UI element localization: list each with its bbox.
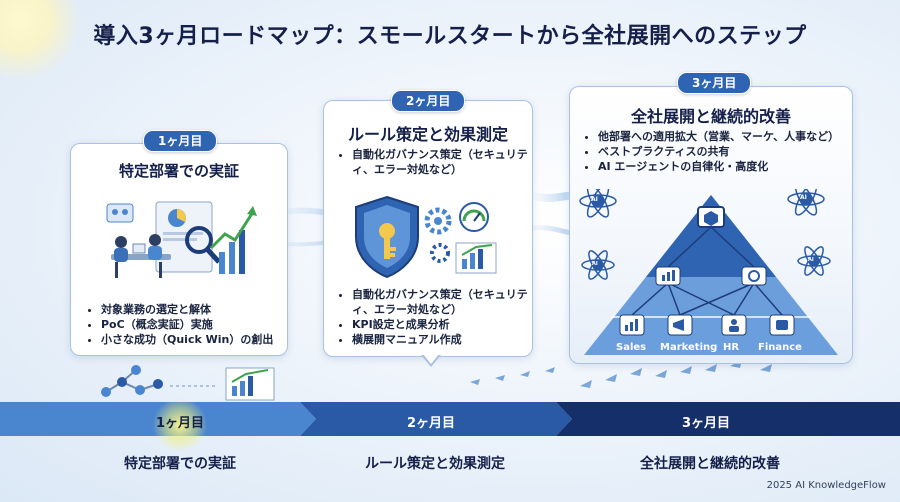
timeline-label-1: 1ヶ月目 [155,416,205,431]
org-pyramid-illustration [579,189,838,355]
phase1-card-title: 特定部署での実証 [118,162,239,180]
timeline-glow [150,400,210,450]
phase3-bullet: 他部署への適用拡大（営業、マーケ、人事など） [598,129,860,144]
page-title: 導入3ヶ月ロードマップ：スモールスタートから全社展開へのステップ [93,24,807,49]
phase2-bullet: 横展開マニュアル作成 [352,332,538,347]
security-shield-illustration [355,195,497,279]
phase3-bullet: AI エージェントの自律化・高度化 [598,159,860,174]
phase2-top-bullets: 自動化ガバナンス策定（セキュリティ、エラー対処など） [338,147,537,177]
credit-text: 2025 AI KnowledgeFlow [766,480,886,491]
timeline-segment-2 [300,402,572,436]
phase3-card-title: 全社展開と継続的改善 [630,107,791,126]
phase1-card: 特定部署での実証 対象業務の選定と解体 PoC（概念実証）実施 小さな成功（Qu… [70,143,288,356]
ai-label: AI [800,194,807,201]
phase2-summary: ルール策定と効果測定 [365,456,505,472]
network-nodes-illustration [101,365,275,401]
timeline-label-3: 3ヶ月目 [681,416,731,431]
timeline-label-2: 2ヶ月目 [406,416,456,431]
phase1-badge: 1ヶ月目 [143,130,218,152]
phase1-bullet: 対象業務の選定と解体 [101,302,297,317]
phase1-bullets: 対象業務の選定と解体 PoC（概念実証）実施 小さな成功（Quick Win）の… [87,302,297,347]
phase2-bullet: 自動化ガバナンス策定（セキュリティ、エラー対処など） [352,287,538,317]
phase3-card: 全社展開と継続的改善 他部署への適用拡大（営業、マーケ、人事など） ベストプラク… [569,86,853,364]
phase3-bullet: ベストプラクティスの共有 [598,144,860,159]
phase1-summary: 特定部署での実証 [124,456,236,472]
ai-label: AI [591,196,598,203]
phase2-card-title: ルール策定と効果測定 [347,125,508,144]
dept-label-finance: Finance [758,342,802,353]
phase2-card: ルール策定と効果測定 自動化ガバナンス策定（セキュリティ、エラー対処など） 自動… [323,100,533,357]
dept-label-sales: Sales [616,342,647,353]
phase2-top-bullet: 自動化ガバナンス策定（セキュリティ、エラー対処など） [352,147,537,177]
phase2-bullets: 自動化ガバナンス策定（セキュリティ、エラー対処など） KPI設定と成果分析 横展… [338,287,538,347]
ai-label: AI [808,257,814,263]
ai-label: AI [592,261,598,267]
phase1-bullet: 小さな成功（Quick Win）の創出 [101,332,297,347]
phase2-badge: 2ヶ月目 [391,90,466,112]
phase3-badge: 3ヶ月目 [677,72,752,94]
team-meeting-illustration [106,201,257,278]
dept-label-hr: HR [723,342,740,353]
phase2-bullet: KPI設定と成果分析 [352,317,538,332]
phase2-card-pointer [421,354,441,367]
phase1-bullet: PoC（概念実証）実施 [101,317,297,332]
dept-label-marketing: Marketing [660,342,718,353]
phase3-bullets: 他部署への適用拡大（営業、マーケ、人事など） ベストプラクティスの共有 AI エ… [584,129,860,174]
phase3-summary: 全社展開と継続的改善 [640,456,780,472]
timeline-segment-3 [556,402,900,436]
